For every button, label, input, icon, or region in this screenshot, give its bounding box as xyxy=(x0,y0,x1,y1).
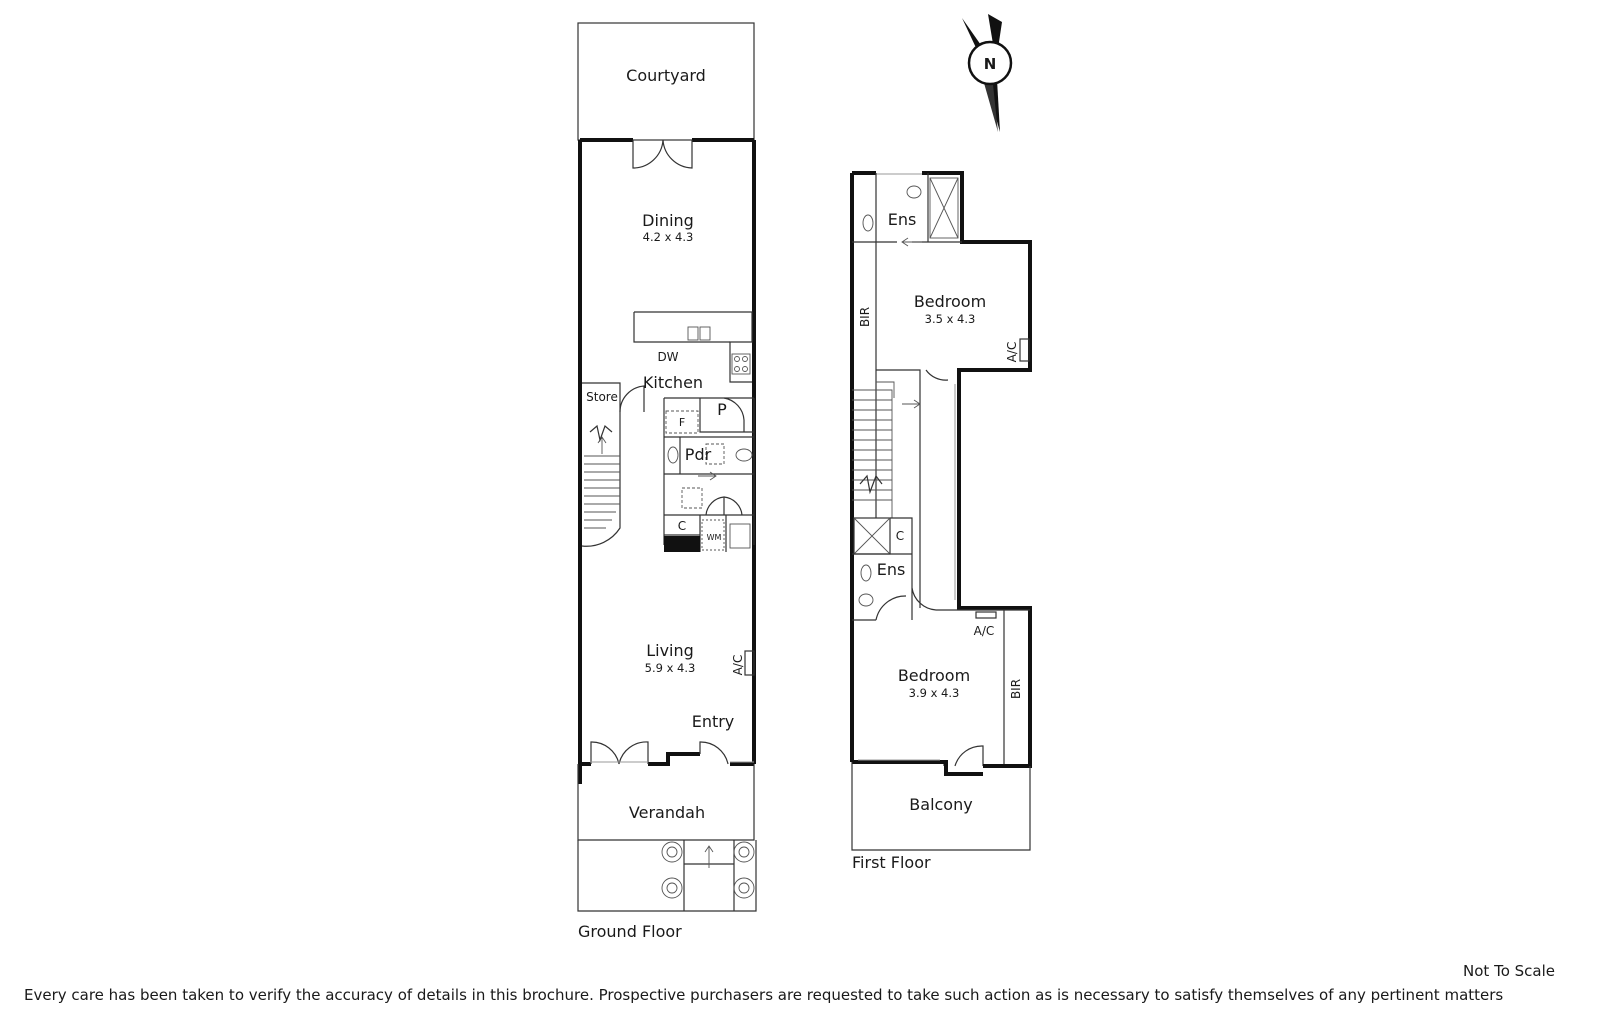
air-conditioner-bottom-label: A/C xyxy=(974,624,995,638)
fridge-label: F xyxy=(679,416,685,429)
disclaimer-text: Every care has been taken to verify the … xyxy=(24,986,1504,1004)
cupboard-label: C xyxy=(678,519,686,533)
room-store-label: Store xyxy=(586,390,618,404)
room-bedroom-bottom-dims: 3.9 x 4.3 xyxy=(909,686,960,700)
washing-machine-label: WM xyxy=(707,533,722,542)
room-living-label: Living xyxy=(646,641,694,660)
ground-floor-caption: Ground Floor xyxy=(578,922,682,941)
room-ensuite-bottom-label: Ens xyxy=(877,560,906,579)
first-floor-plan xyxy=(850,171,1032,851)
room-living-dims: 5.9 x 4.3 xyxy=(645,661,696,675)
room-courtyard-label: Courtyard xyxy=(626,66,706,85)
room-bedroom-top-dims: 3.5 x 4.3 xyxy=(925,312,976,326)
air-conditioner-top-label: A/C xyxy=(1005,342,1019,363)
robe-bottom-label: BIR xyxy=(1009,679,1023,699)
room-bedroom-bottom-label: Bedroom xyxy=(898,666,970,685)
garden-plant-icon xyxy=(661,841,755,899)
room-bedroom-top-label: Bedroom xyxy=(914,292,986,311)
robe-top-label: BIR xyxy=(858,307,872,327)
air-conditioner-label: A/C xyxy=(731,655,745,676)
not-to-scale-note: Not To Scale xyxy=(1463,962,1555,980)
courtyard-area xyxy=(577,22,755,141)
ground-floor-plan xyxy=(577,22,757,912)
room-powder-label: Pdr xyxy=(685,445,712,464)
room-pantry-label: P xyxy=(717,400,727,419)
room-dining-label: Dining xyxy=(642,211,694,230)
first-floor-caption: First Floor xyxy=(852,853,931,872)
compass-label: N xyxy=(984,55,997,73)
room-verandah-label: Verandah xyxy=(629,803,705,822)
dishwasher-label: DW xyxy=(657,350,678,364)
north-arrow-icon: N xyxy=(962,14,1013,132)
room-dining-dims: 4.2 x 4.3 xyxy=(643,230,694,244)
room-entry-label: Entry xyxy=(692,712,735,731)
room-kitchen-label: Kitchen xyxy=(643,373,703,392)
cupboard-first-floor-label: C xyxy=(896,529,904,543)
room-balcony-label: Balcony xyxy=(909,795,972,814)
room-ensuite-top-label: Ens xyxy=(888,210,917,229)
